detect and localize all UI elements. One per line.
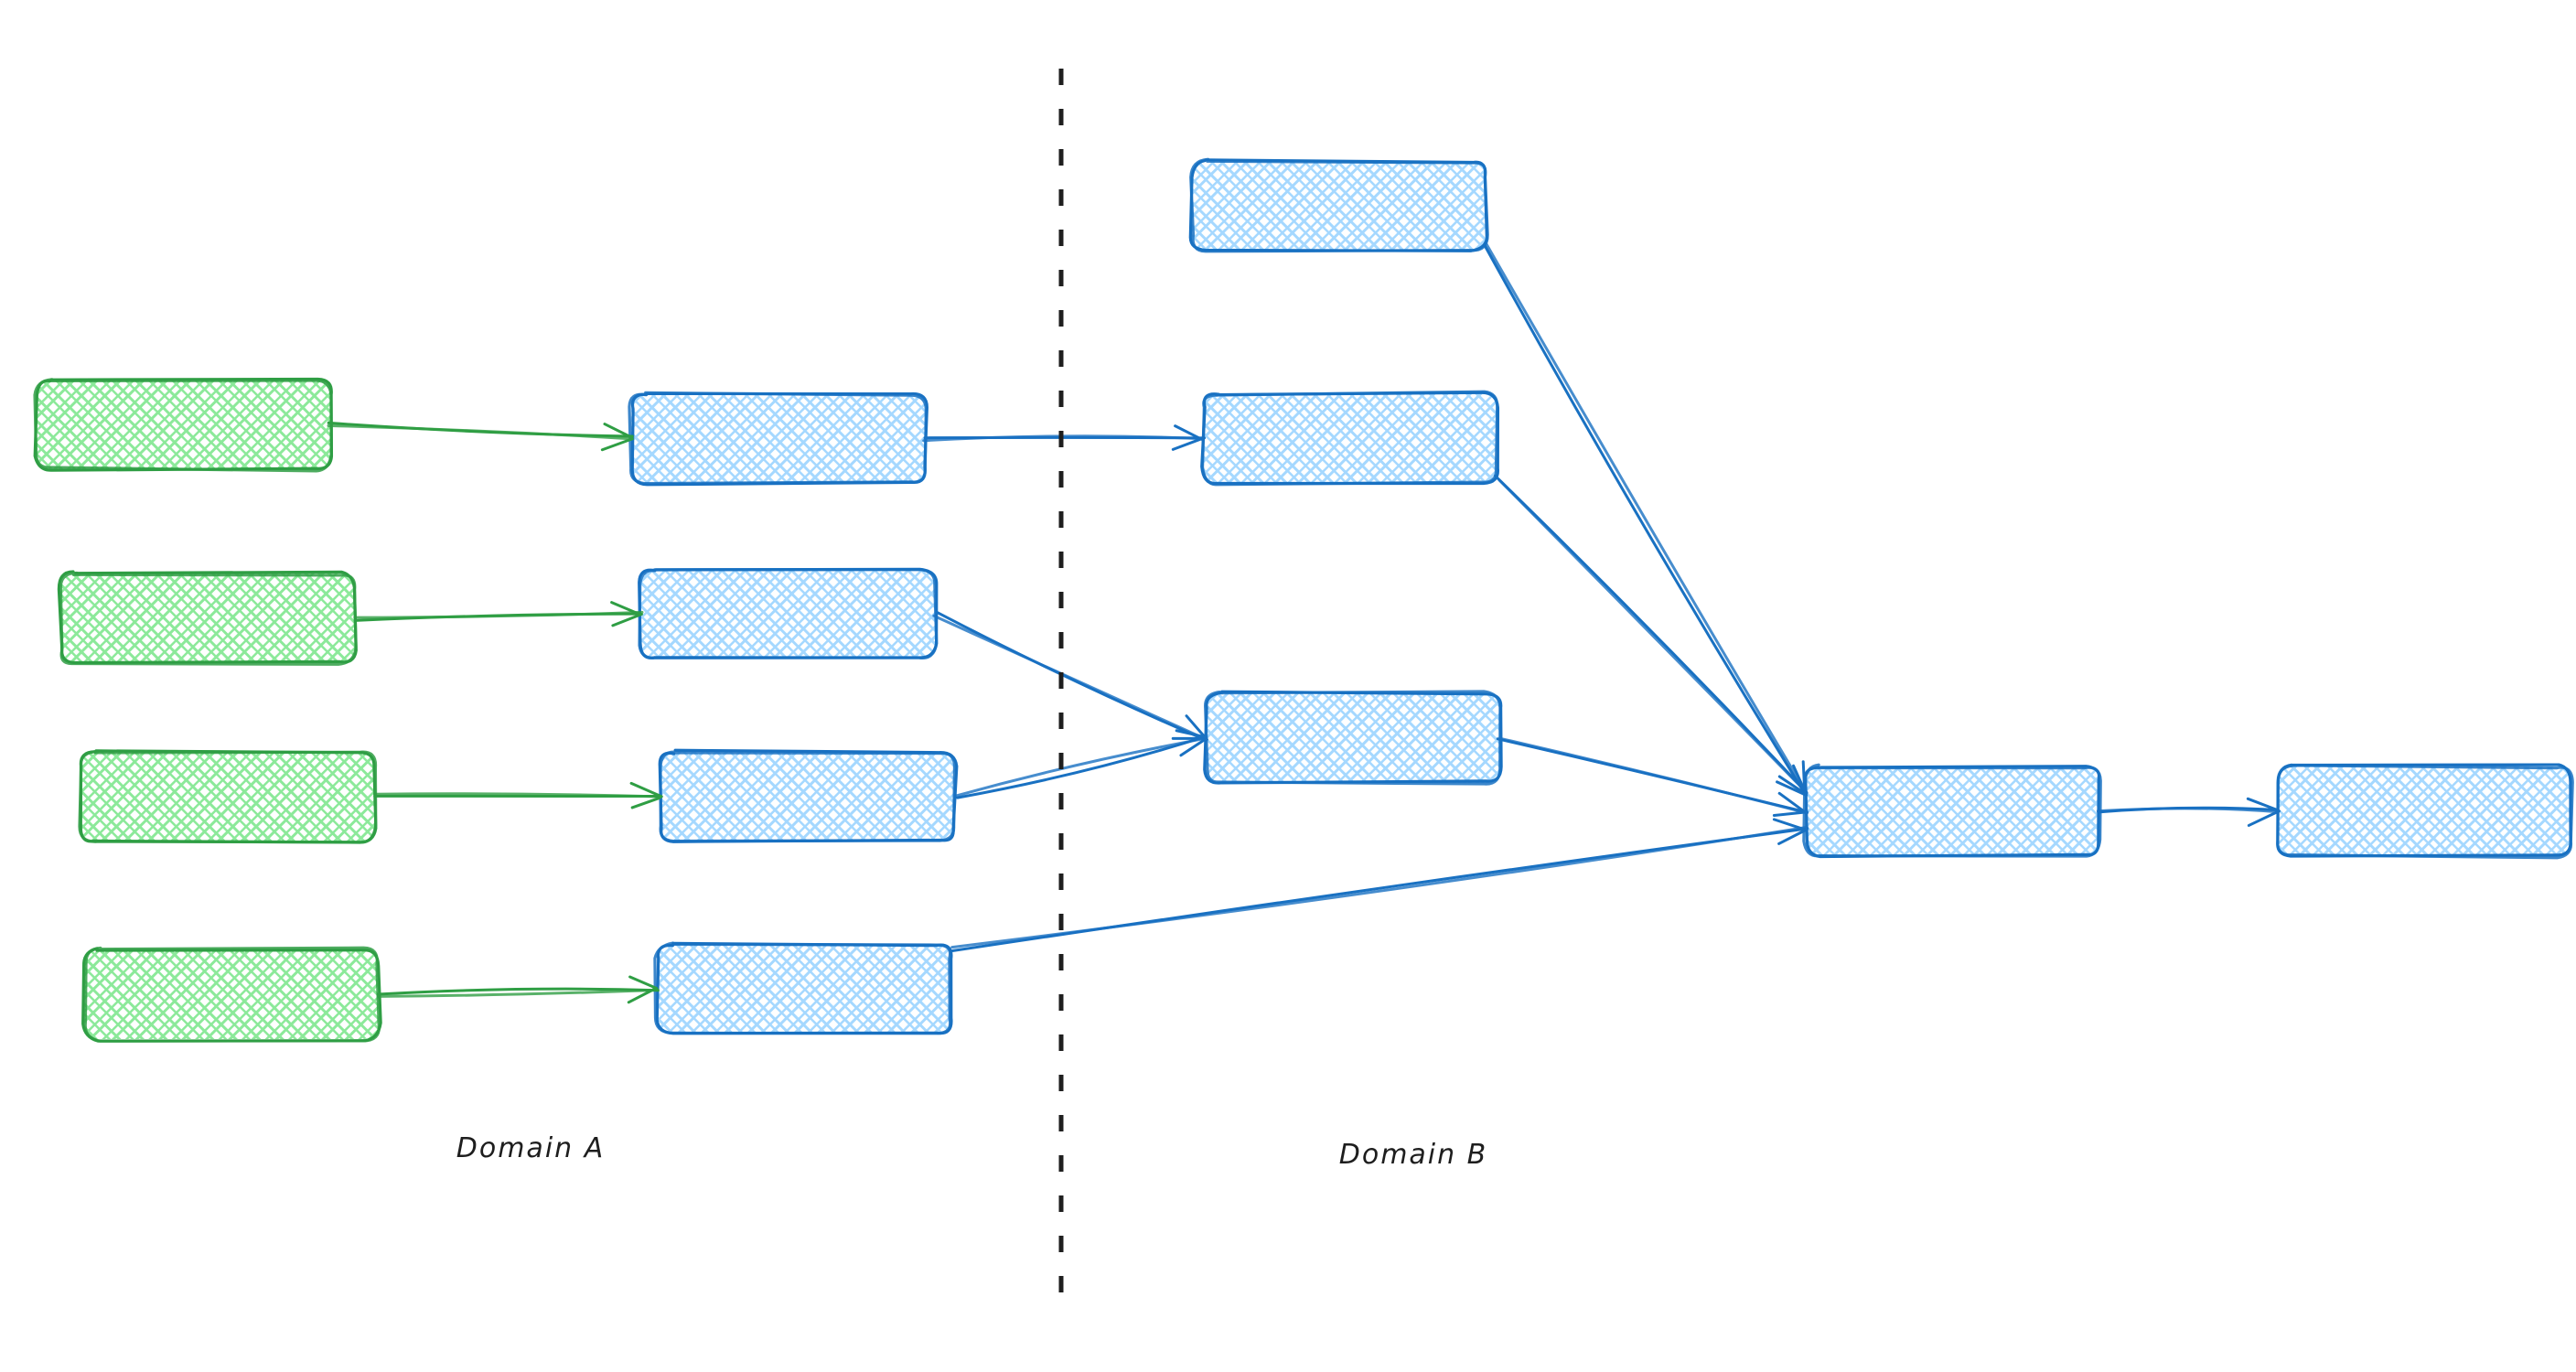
node-a-src-2[interactable]: [57, 570, 358, 666]
node-a-src-4[interactable]: [81, 946, 382, 1043]
edge-e8: [950, 818, 1809, 953]
node-b-mid[interactable]: [1203, 690, 1503, 786]
node-a-mid-1[interactable]: [628, 391, 928, 487]
domain-a-label: Domain A: [456, 1132, 605, 1164]
domain-b-label: Domain B: [1339, 1139, 1488, 1171]
edge-e11: [1496, 737, 1809, 818]
node-a-mid-3[interactable]: [658, 748, 959, 843]
edge-e7: [955, 729, 1208, 799]
edge-e3: [373, 781, 663, 809]
edge-e6: [932, 611, 1208, 741]
node-b-out[interactable]: [2276, 763, 2574, 860]
edge-e9: [1483, 241, 1809, 797]
edge-e5: [922, 424, 1207, 451]
edge-e12: [2096, 797, 2281, 827]
node-a-src-1[interactable]: [33, 377, 334, 473]
edge-e10: [1494, 474, 1809, 797]
node-b-hub[interactable]: [1802, 763, 2102, 859]
edge-e4: [376, 975, 660, 1004]
node-b-top[interactable]: [1188, 157, 1489, 253]
node-b-upper[interactable]: [1200, 390, 1500, 487]
edge-e2: [353, 601, 644, 627]
node-a-mid-4[interactable]: [653, 941, 953, 1035]
node-a-mid-2[interactable]: [638, 567, 939, 659]
node-a-src-3[interactable]: [78, 749, 378, 844]
edge-e1: [327, 421, 634, 452]
